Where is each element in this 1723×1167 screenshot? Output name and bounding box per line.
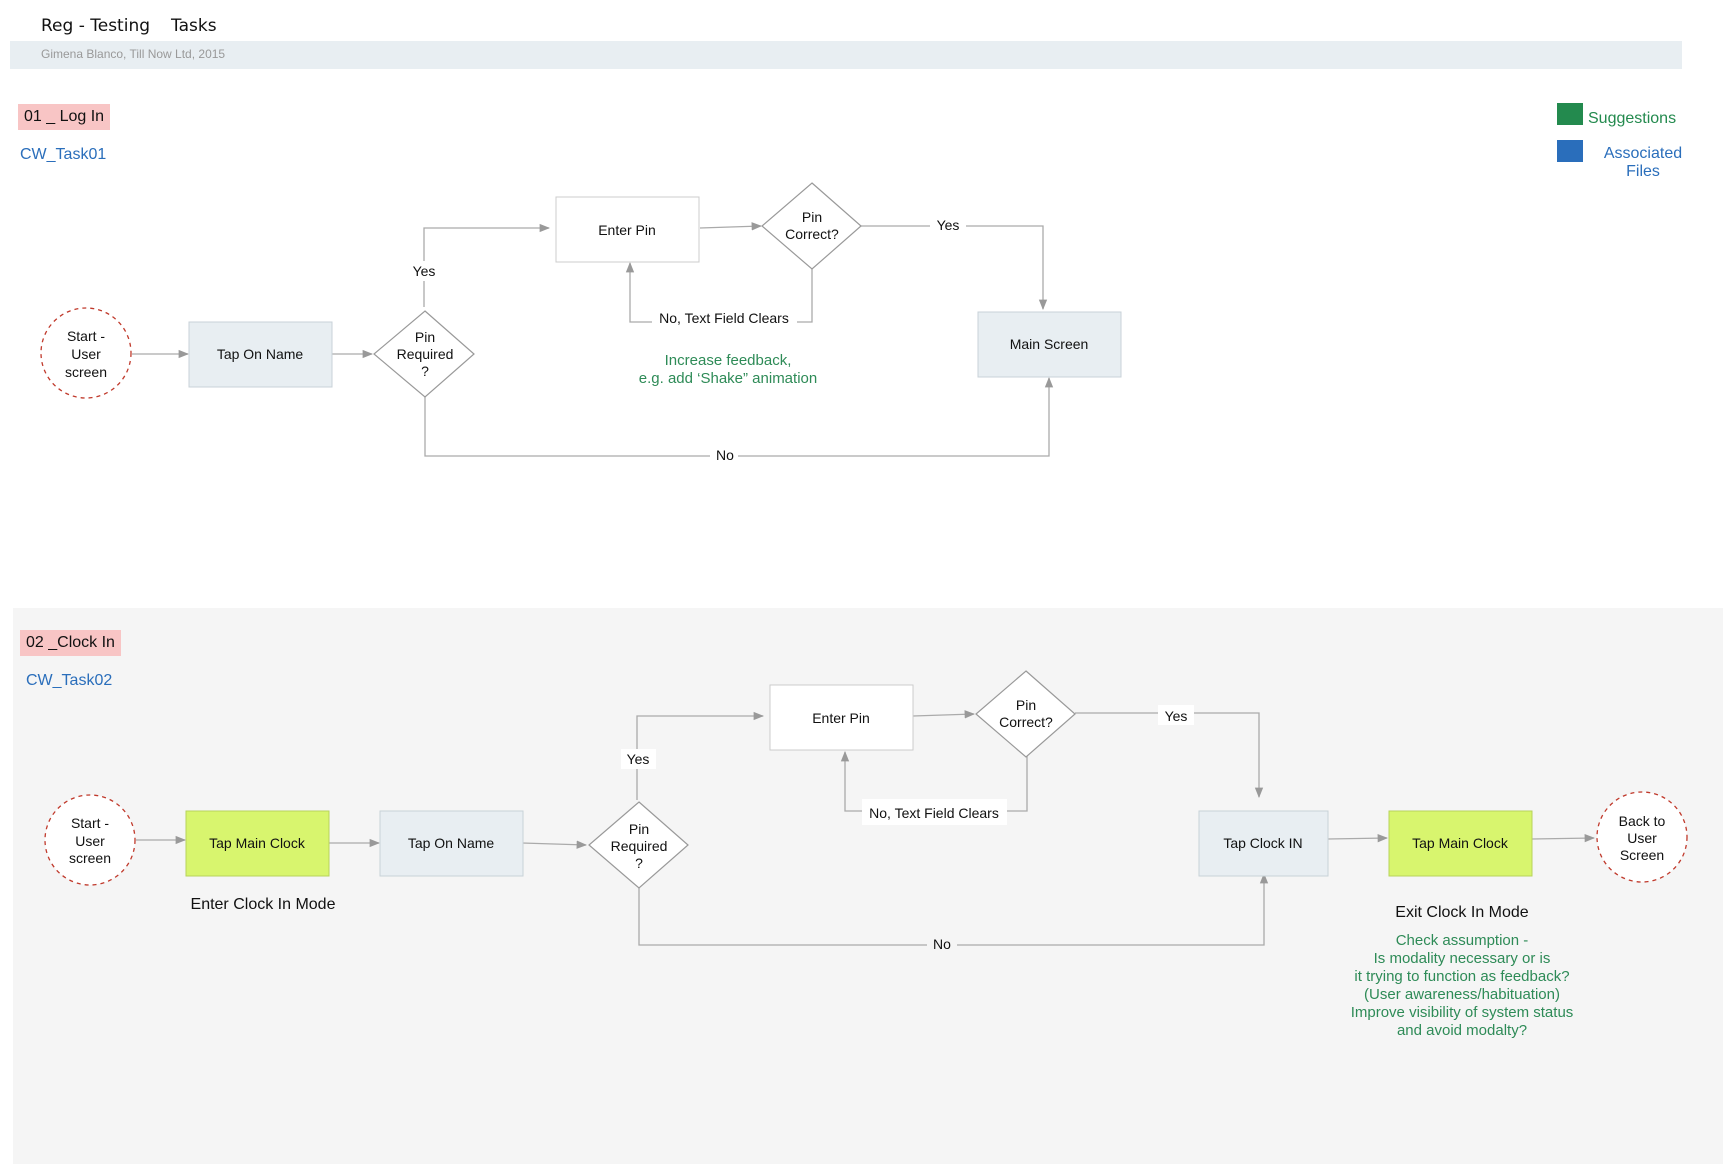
- suggestion-line: e.g. add ‘Shake” animation: [638, 370, 818, 387]
- svg-text:?: ?: [635, 855, 643, 871]
- node-back-to-user-screen[interactable]: Back to User Screen: [1596, 791, 1688, 883]
- svg-text:Enter Pin: Enter Pin: [598, 222, 656, 238]
- svg-text:Start -: Start -: [71, 815, 109, 831]
- edge-clockin-to-tapmainclock2: [1327, 833, 1389, 843]
- legend-swatch-suggestions: [1557, 103, 1583, 125]
- edge-label-yes-1: Yes: [627, 751, 650, 767]
- edge-pincorrect-yes-to-clockin: [1075, 712, 1264, 799]
- node-start-user-screen[interactable]: Start - User screen: [40, 307, 132, 399]
- svg-text:User: User: [71, 346, 101, 362]
- edge-pincorrect-yes-to-main: [860, 225, 1048, 311]
- node-pin-required[interactable]: Pin Required ?: [373, 310, 475, 398]
- edge-label-no-text-field-clears: No, Text Field Clears: [659, 310, 789, 326]
- edge-label-yes-1: Yes: [413, 263, 436, 279]
- edge-label-no-text-field-clears: No, Text Field Clears: [869, 805, 999, 821]
- svg-text:Pin: Pin: [802, 209, 822, 225]
- node-pin-correct[interactable]: Pin Correct?: [761, 182, 862, 270]
- task-link-cw-task01[interactable]: CW_Task01: [20, 146, 107, 163]
- svg-text:Pin: Pin: [1016, 697, 1036, 713]
- note-enter-clock-in-mode: Enter Clock In Mode: [190, 896, 336, 913]
- node-pin-correct[interactable]: Pin Correct?: [975, 670, 1076, 758]
- edge-enterpin-to-pincorrect: [912, 710, 976, 719]
- svg-text:User: User: [1627, 830, 1657, 846]
- legend-label-suggestions: Suggestions: [1588, 110, 1677, 127]
- edge-tapmainclock2-to-back: [1531, 833, 1596, 843]
- task-link-cw-task02[interactable]: CW_Task02: [26, 672, 113, 689]
- suggestion-check-assumption: Check assumption - Is modality necessary…: [1312, 932, 1612, 1040]
- suggestion-line: Check assumption -: [1395, 932, 1529, 949]
- suggestion-line: Is modality necessary or is: [1373, 950, 1551, 967]
- suggestion-increase-feedback: Increase feedback, e.g. add ‘Shake” anim…: [608, 352, 848, 388]
- node-tap-on-name[interactable]: Tap On Name: [188, 321, 333, 388]
- edge-label-yes-2: Yes: [937, 217, 960, 233]
- svg-text:screen: screen: [69, 850, 111, 866]
- node-enter-pin[interactable]: Enter Pin: [555, 196, 700, 263]
- note-exit-clock-in-mode: Exit Clock In Mode: [1395, 904, 1529, 921]
- svg-text:Main Screen: Main Screen: [1010, 336, 1089, 352]
- svg-text:Pin: Pin: [629, 821, 649, 837]
- node-tap-on-name[interactable]: Tap On Name: [379, 810, 524, 877]
- node-tap-clock-in[interactable]: Tap Clock IN: [1198, 810, 1329, 877]
- node-tap-main-clock-exit[interactable]: Tap Main Clock: [1388, 810, 1533, 877]
- legend-label-associated-files: Associated Files: [1603, 145, 1683, 180]
- doc-title-part2: Tasks: [171, 16, 217, 36]
- edge-label-no: No: [933, 936, 951, 952]
- section-label-log-in: 01 _ Log In: [18, 104, 111, 130]
- svg-text:Start -: Start -: [67, 328, 105, 344]
- svg-text:Correct?: Correct?: [999, 714, 1053, 730]
- edge-label-no: No: [716, 447, 734, 463]
- svg-text:Tap Main Clock: Tap Main Clock: [1412, 835, 1509, 851]
- legend-swatch-associated-files: [1557, 140, 1583, 162]
- suggestion-line: it trying to function as feedback?: [1354, 968, 1570, 985]
- suggestion-line: (User awareness/habituation): [1364, 986, 1560, 1003]
- svg-text:Correct?: Correct?: [785, 226, 839, 242]
- doc-subtitle: Gimena Blanco, Till Now Ltd, 2015: [41, 47, 226, 61]
- svg-text:Required: Required: [397, 346, 454, 362]
- node-tap-main-clock-enter[interactable]: Tap Main Clock: [185, 810, 330, 877]
- svg-text:Screen: Screen: [1620, 847, 1664, 863]
- svg-text:Back to: Back to: [1619, 813, 1666, 829]
- svg-text:screen: screen: [65, 364, 107, 380]
- svg-text:User: User: [75, 833, 105, 849]
- node-start-user-screen[interactable]: Start - User screen: [44, 794, 136, 886]
- edge-pinrequired-yes-to-enterpin: [636, 711, 765, 800]
- svg-text:Pin: Pin: [415, 329, 435, 345]
- suggestion-line: Increase feedback,: [664, 352, 792, 369]
- suggestion-line: and avoid modalty?: [1396, 1022, 1528, 1039]
- svg-text:Required: Required: [611, 838, 668, 854]
- suggestion-line: Improve visibility of system status: [1350, 1004, 1574, 1021]
- svg-text:Enter Pin: Enter Pin: [812, 710, 870, 726]
- svg-text:Tap Main Clock: Tap Main Clock: [209, 835, 306, 851]
- edge-enterpin-to-pincorrect: [699, 222, 763, 231]
- svg-text:Tap Clock IN: Tap Clock IN: [1223, 835, 1302, 851]
- edge-label-yes-2: Yes: [1165, 708, 1188, 724]
- node-enter-pin[interactable]: Enter Pin: [769, 684, 914, 751]
- node-main-screen[interactable]: Main Screen: [977, 311, 1122, 378]
- header-bar: [10, 41, 1682, 69]
- svg-text:?: ?: [421, 363, 429, 379]
- svg-text:Tap On Name: Tap On Name: [408, 835, 495, 851]
- edge-pinrequired-no-to-main: [424, 376, 1054, 457]
- svg-text:Tap On Name: Tap On Name: [217, 346, 304, 362]
- node-pin-required[interactable]: Pin Required ?: [588, 801, 689, 889]
- doc-title-part1: Reg - Testing: [41, 16, 151, 36]
- edge-tapname-to-pinrequired: [521, 840, 588, 849]
- section-label-clock-in: 02 _Clock In: [20, 630, 121, 656]
